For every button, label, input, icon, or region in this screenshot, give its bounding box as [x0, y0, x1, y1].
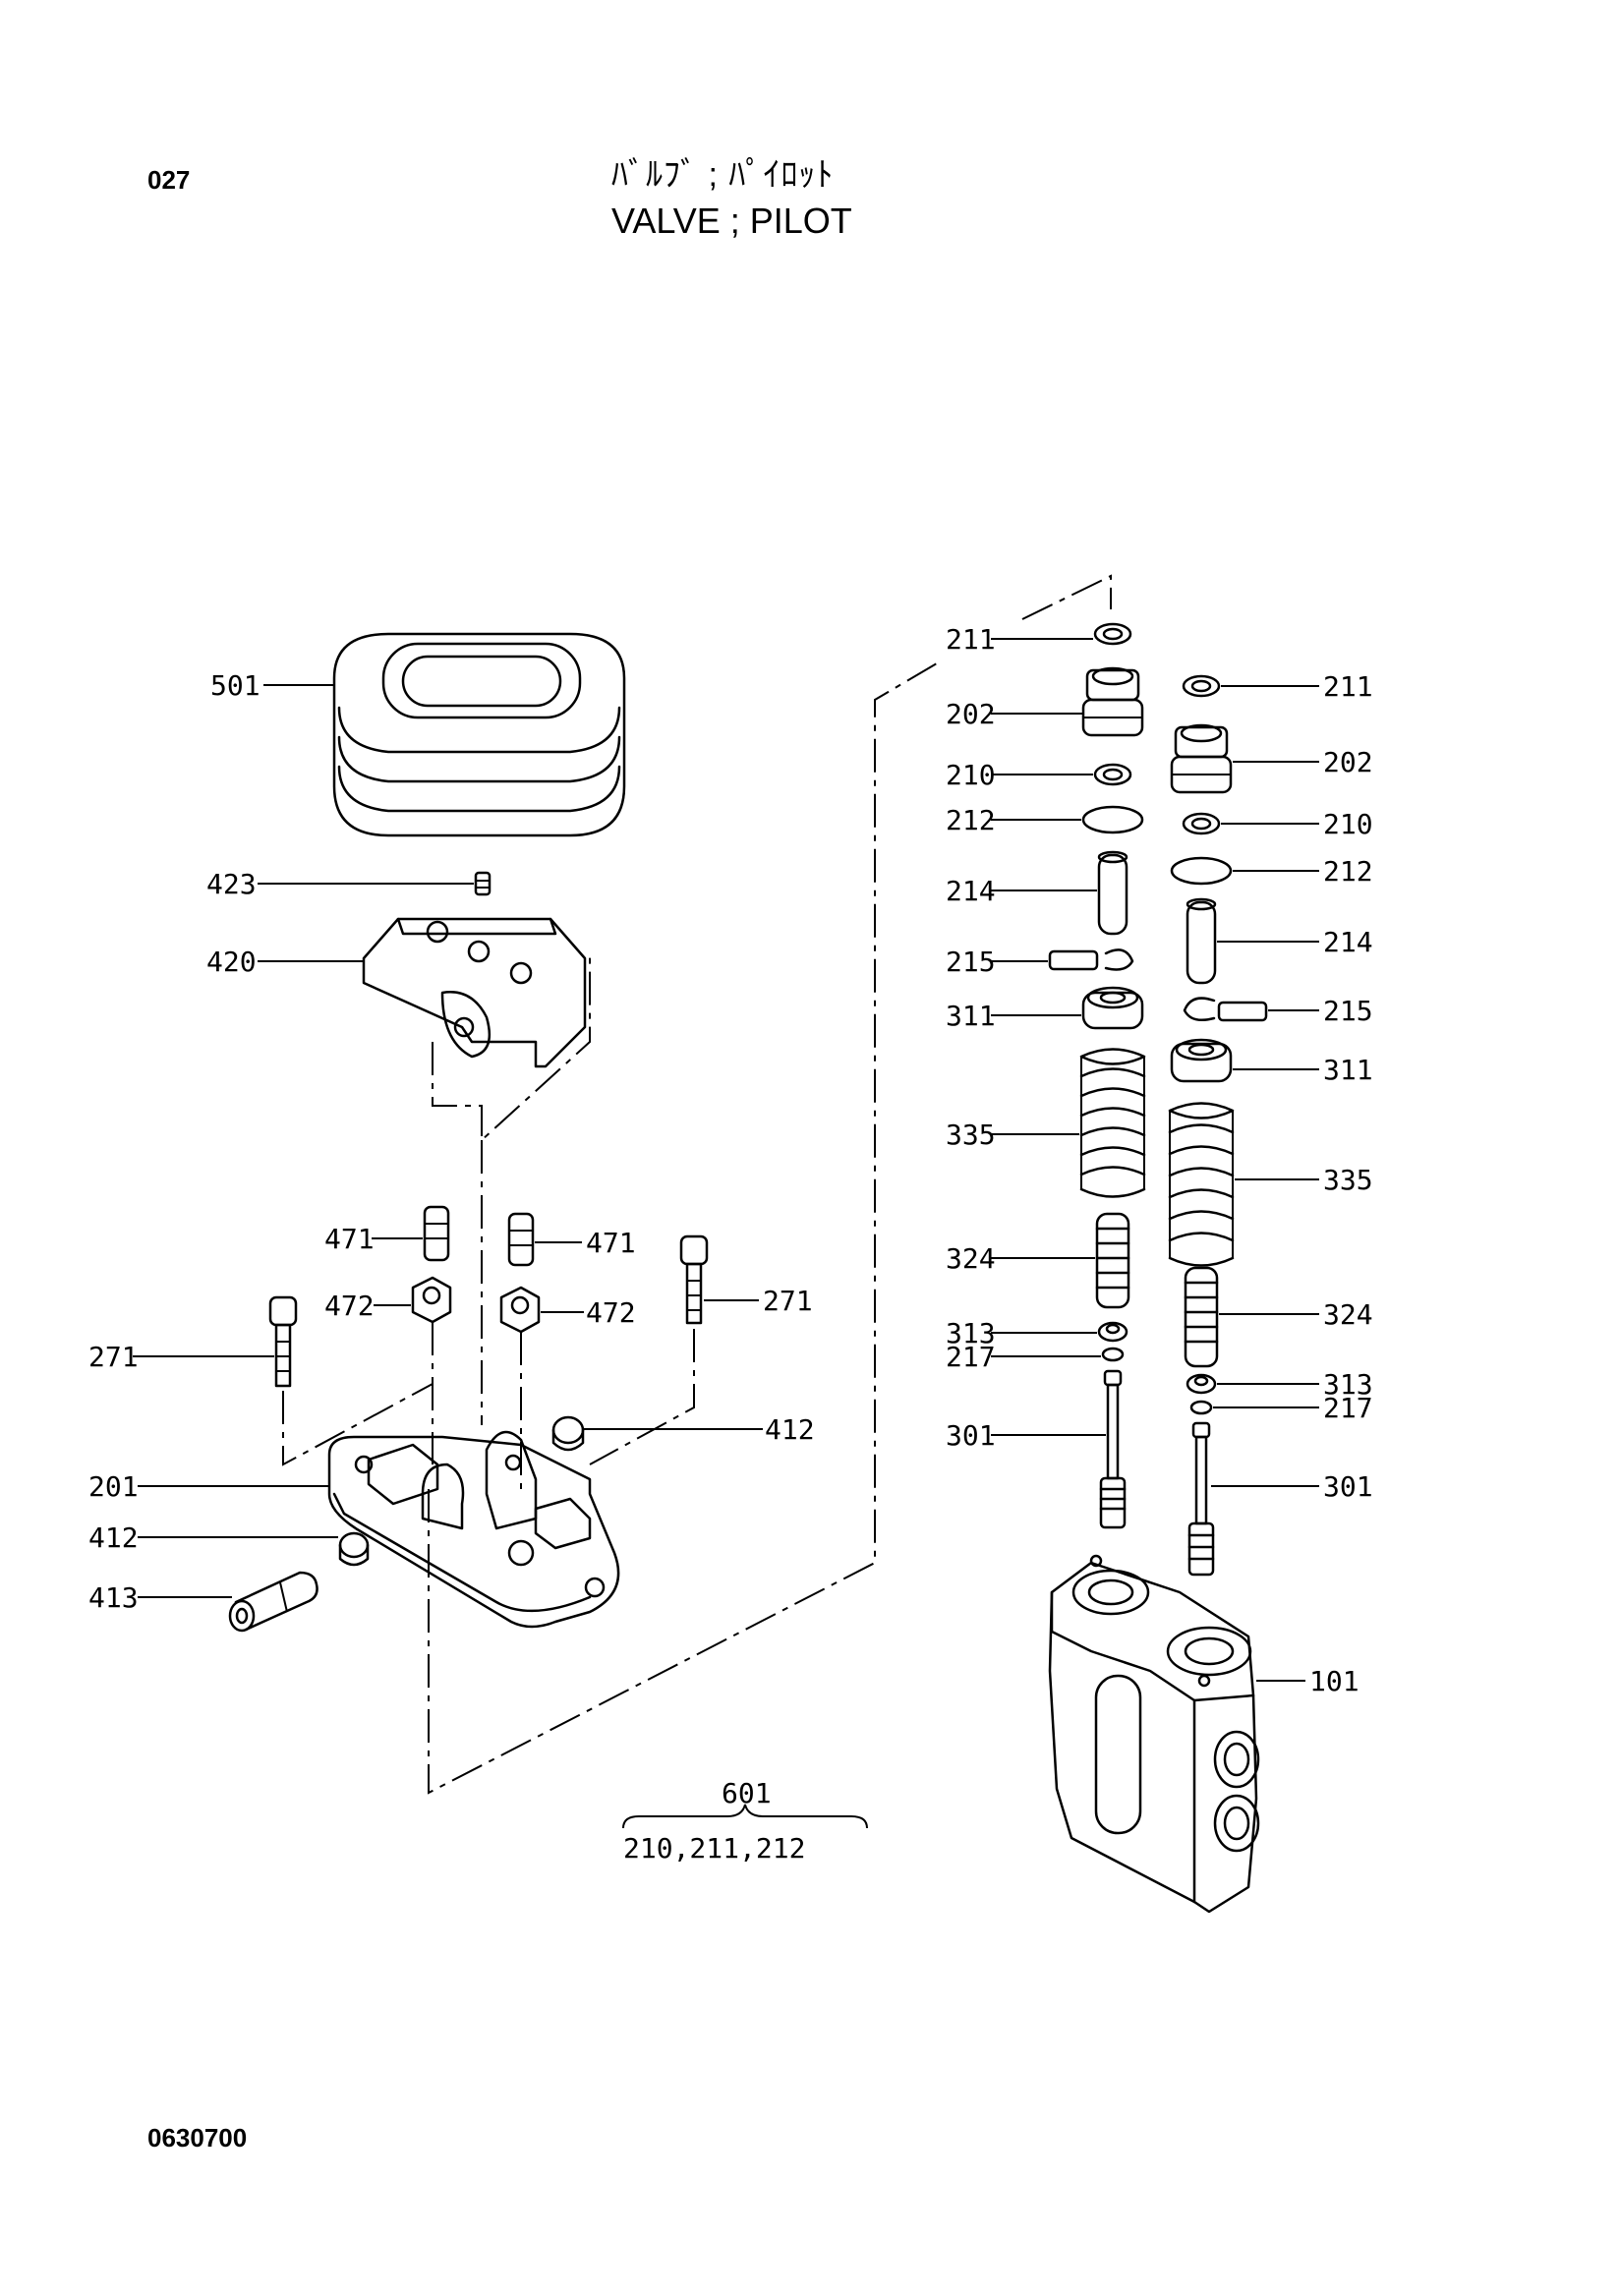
label-202-b: 202 [1323, 746, 1373, 778]
part-211-a [1093, 622, 1132, 646]
label-271-left: 271 [88, 1341, 139, 1373]
label-471-left: 471 [324, 1223, 375, 1255]
part-413-push-rod [228, 1571, 318, 1633]
part-271-bolt-left [268, 1295, 298, 1388]
label-202-a: 202 [946, 698, 996, 730]
part-412-pin-lower [338, 1531, 370, 1567]
page-number: 027 [147, 165, 191, 195]
label-211-a: 211 [946, 623, 996, 656]
part-202-a [1081, 666, 1144, 737]
part-215-a [1048, 948, 1134, 971]
part-311-a [1081, 986, 1144, 1030]
label-311-b: 311 [1323, 1054, 1373, 1086]
label-210-b: 210 [1323, 808, 1373, 840]
label-324-a: 324 [946, 1242, 996, 1275]
part-210-b [1182, 812, 1221, 835]
title-english: VALVE ; PILOT [611, 201, 852, 241]
label-471-right: 471 [586, 1227, 636, 1259]
label-301-b: 301 [1323, 1470, 1373, 1503]
kit-contents: 210,211,212 [623, 1832, 805, 1865]
label-335-b: 335 [1323, 1164, 1373, 1196]
part-311-b [1170, 1038, 1233, 1083]
part-471-plug-right [507, 1212, 535, 1267]
label-215-b: 215 [1323, 995, 1373, 1027]
label-412-upper: 412 [765, 1413, 815, 1446]
label-212-b: 212 [1323, 855, 1373, 888]
part-324-a [1095, 1212, 1130, 1309]
part-214-b [1186, 897, 1217, 985]
part-412-pin-upper [551, 1415, 585, 1452]
label-335-a: 335 [946, 1119, 996, 1151]
part-301-b [1187, 1421, 1215, 1577]
part-335-b [1168, 1102, 1235, 1267]
part-313-a [1097, 1321, 1128, 1343]
part-labels: 501 423 420 471 471 472 472 271 271 412 … [88, 623, 1373, 1865]
part-313-b [1186, 1373, 1217, 1395]
kit-number: 601 [722, 1777, 772, 1809]
label-501: 501 [210, 669, 260, 702]
part-217-b [1189, 1400, 1213, 1415]
label-212-a: 212 [946, 804, 996, 836]
part-472-nut-right [499, 1286, 541, 1334]
label-101: 101 [1309, 1665, 1360, 1697]
label-313-a: 313 [946, 1317, 996, 1349]
part-324-b [1184, 1266, 1219, 1368]
label-215-a: 215 [946, 946, 996, 978]
label-214-a: 214 [946, 875, 996, 907]
label-423: 423 [206, 868, 257, 900]
part-212-b [1170, 856, 1233, 886]
label-217-b: 217 [1323, 1392, 1373, 1424]
label-214-b: 214 [1323, 926, 1373, 958]
part-423-setscrew [474, 871, 492, 896]
part-472-nut-left [411, 1276, 452, 1324]
label-420: 420 [206, 946, 257, 978]
label-413: 413 [88, 1581, 139, 1614]
label-412-lower: 412 [88, 1521, 139, 1554]
part-501-boot [332, 632, 626, 837]
part-471-plug-left [423, 1205, 450, 1262]
label-201: 201 [88, 1470, 139, 1503]
part-202-b [1170, 723, 1233, 794]
label-210-a: 210 [946, 759, 996, 791]
part-271-bolt-right [679, 1234, 709, 1325]
leader-lines [133, 638, 1319, 1829]
label-313-b: 313 [1323, 1368, 1373, 1401]
part-420-cam-plate [362, 917, 587, 1068]
label-271-right: 271 [763, 1285, 813, 1317]
part-201-casing [327, 1430, 620, 1629]
label-324-b: 324 [1323, 1298, 1373, 1331]
label-472-right: 472 [586, 1296, 636, 1329]
label-217-a: 217 [946, 1341, 996, 1373]
part-210-a [1093, 763, 1132, 786]
drawing-code: 0630700 [147, 2123, 248, 2152]
part-215-b [1183, 997, 1268, 1022]
label-211-b: 211 [1323, 670, 1373, 703]
part-101-valve-body [1048, 1554, 1260, 1914]
part-301-a [1099, 1369, 1127, 1529]
part-212-a [1081, 805, 1144, 834]
part-211-b [1182, 674, 1221, 698]
part-217-a [1101, 1347, 1125, 1362]
label-301-a: 301 [946, 1419, 996, 1452]
label-311-a: 311 [946, 1000, 996, 1032]
label-472-left: 472 [324, 1290, 375, 1322]
title-japanese: ﾊﾞﾙﾌﾞ ; ﾊﾟｲﾛｯﾄ [611, 156, 835, 194]
part-335-a [1079, 1048, 1146, 1198]
part-214-a [1097, 850, 1128, 936]
